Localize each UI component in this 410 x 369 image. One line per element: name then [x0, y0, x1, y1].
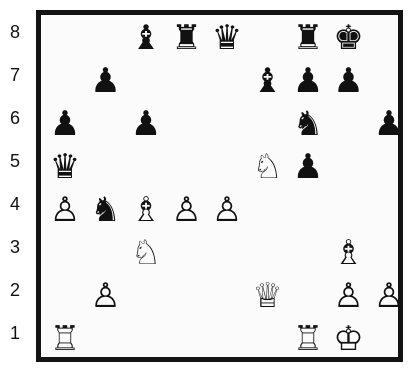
white-rook-icon[interactable]: ♖: [43, 318, 87, 360]
rank-label-7: 7: [0, 65, 30, 85]
white-pawn-icon[interactable]: ♙: [165, 189, 209, 231]
white-bishop-icon[interactable]: ♗: [327, 232, 371, 274]
rank-label-6: 6: [0, 108, 30, 128]
rank-label-1: 1: [0, 323, 30, 343]
chess-board[interactable]: ♝♜♛♜♚♟♝♟♟♟♟♞♟♛♘♟♙♞♗♙♙♘♗♙♕♙♙♖♖♔: [36, 10, 403, 362]
black-bishop-icon[interactable]: ♝: [246, 60, 290, 102]
white-pawn-icon[interactable]: ♙: [43, 189, 87, 231]
black-rook-icon[interactable]: ♜: [286, 17, 330, 59]
black-pawn-icon[interactable]: ♟: [84, 60, 128, 102]
rank-label-4: 4: [0, 194, 30, 214]
black-king-icon[interactable]: ♚: [327, 17, 371, 59]
black-knight-icon[interactable]: ♞: [84, 189, 128, 231]
white-knight-icon[interactable]: ♘: [246, 146, 290, 188]
black-queen-icon[interactable]: ♛: [43, 146, 87, 188]
rank-label-8: 8: [0, 22, 30, 42]
black-pawn-icon[interactable]: ♟: [43, 103, 87, 145]
black-pawn-icon[interactable]: ♟: [124, 103, 168, 145]
black-rook-icon[interactable]: ♜: [165, 17, 209, 59]
black-knight-icon[interactable]: ♞: [286, 103, 330, 145]
black-queen-icon[interactable]: ♛: [205, 17, 249, 59]
black-pawn-icon[interactable]: ♟: [286, 60, 330, 102]
black-pawn-icon[interactable]: ♟: [286, 146, 330, 188]
white-pawn-icon[interactable]: ♙: [327, 275, 371, 317]
white-queen-icon[interactable]: ♕: [246, 275, 290, 317]
white-pawn-icon[interactable]: ♙: [205, 189, 249, 231]
rank-labels: 8 7 6 5 4 3 2 1: [0, 10, 30, 360]
white-knight-icon[interactable]: ♘: [124, 232, 168, 274]
black-pawn-icon[interactable]: ♟: [327, 60, 371, 102]
white-pawn-icon[interactable]: ♙: [84, 275, 128, 317]
white-bishop-icon[interactable]: ♗: [124, 189, 168, 231]
black-pawn-icon[interactable]: ♟: [367, 103, 410, 145]
rank-label-2: 2: [0, 280, 30, 300]
rank-label-3: 3: [0, 237, 30, 257]
rank-label-5: 5: [0, 151, 30, 171]
white-rook-icon[interactable]: ♖: [286, 318, 330, 360]
white-king-icon[interactable]: ♔: [327, 318, 371, 360]
black-bishop-icon[interactable]: ♝: [124, 17, 168, 59]
white-pawn-icon[interactable]: ♙: [367, 275, 410, 317]
